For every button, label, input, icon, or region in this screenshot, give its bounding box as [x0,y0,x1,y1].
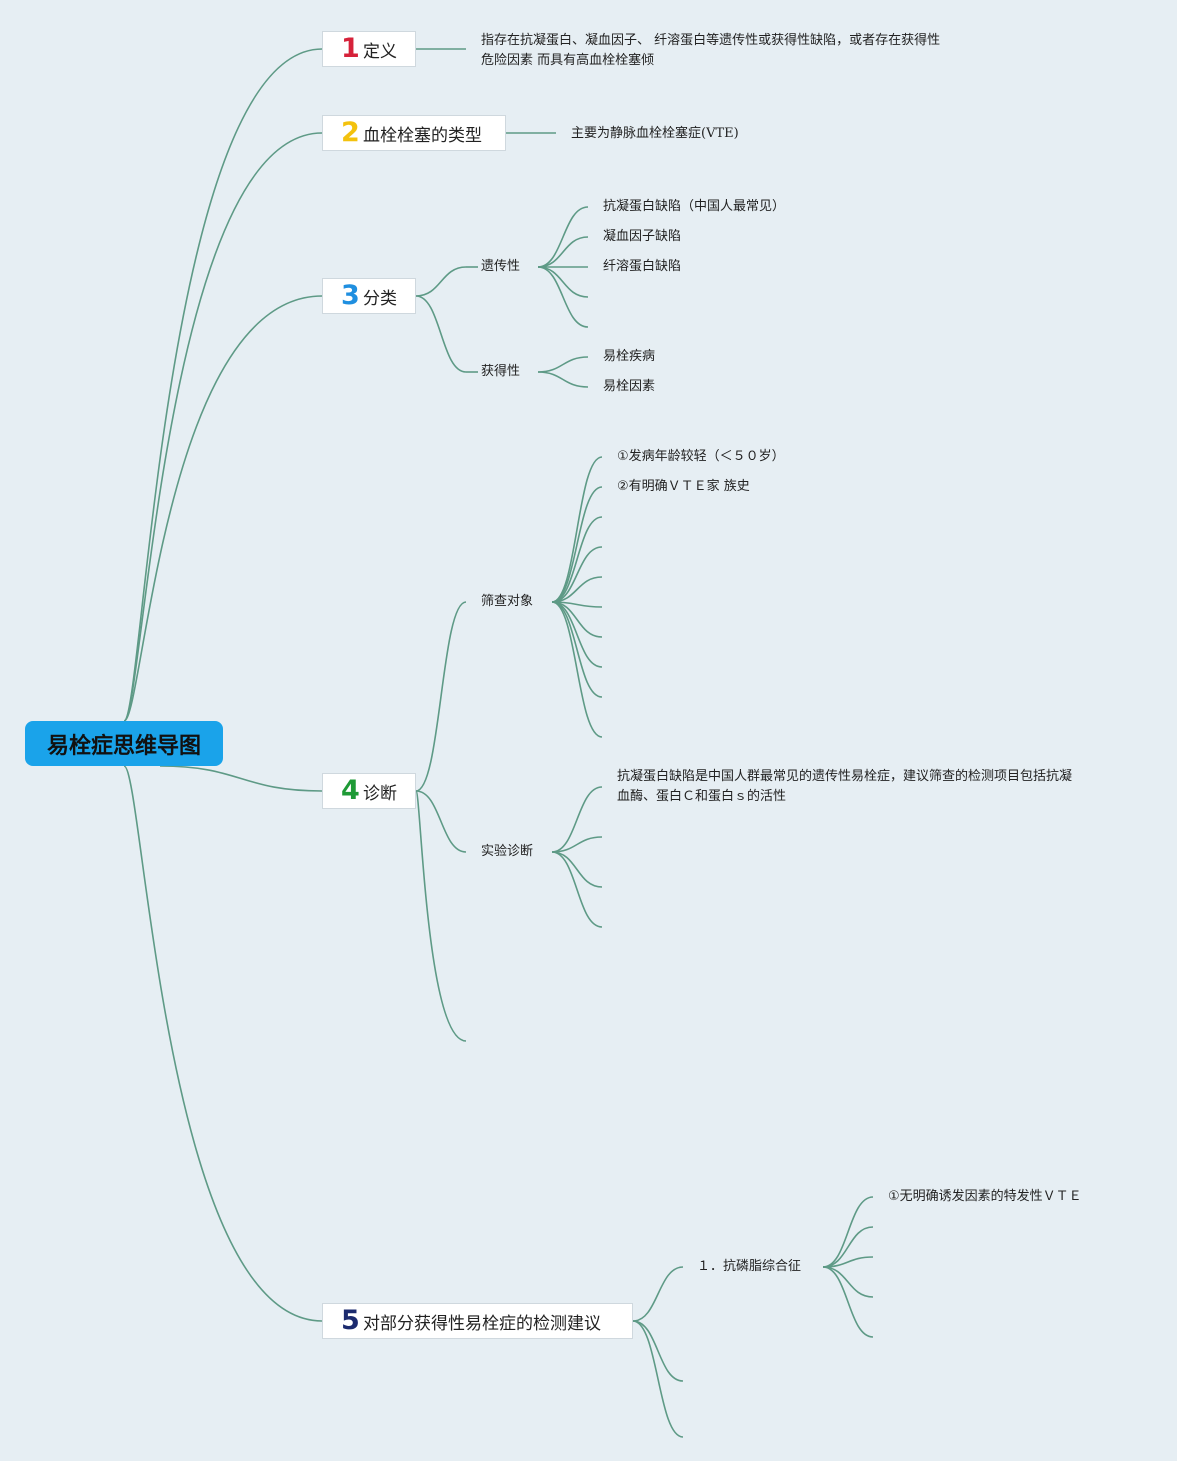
hereditary-node[interactable]: 遗传性 [481,259,521,274]
connector-line [537,371,589,388]
connector-line [551,456,603,603]
definition-text-line1: 指存在抗凝蛋白、凝血因子、 纤溶蛋白等遗传性或获得性缺陷，或者存在获得性 [481,33,941,48]
acquired-node[interactable]: 获得性 [481,364,521,379]
screening-node[interactable]: 筛查对象 [481,594,534,609]
hereditary-item: 凝血因子缺陷 [603,229,682,244]
branch-label: 分类 [363,288,397,309]
connector-line [822,1266,874,1338]
connector-line [415,295,467,373]
connector-line [551,601,603,668]
branch-thrombosis-types[interactable]: 2 血栓栓塞的类型 [322,115,506,151]
branch-label: 血栓栓塞的类型 [363,125,482,146]
connector-line [537,266,589,328]
connector-line [632,1320,684,1438]
connector-line [551,851,603,888]
connector-line [537,356,589,373]
branch-recommendations[interactable]: 5 对部分获得性易栓症的检测建议 [322,1303,633,1339]
connector-line [551,516,603,603]
branch-label: 定义 [363,41,397,62]
connector-line [415,790,467,1042]
root-branch-line [123,132,323,722]
branch-classification[interactable]: 3 分类 [322,278,416,314]
number-5-icon: 5 [341,1305,360,1336]
connector-line [551,836,603,853]
connector-line [537,266,589,298]
aps-node[interactable]: １．抗磷脂综合征 [697,1259,802,1274]
screening-item: ②有明确ＶＴＥ家 族史 [617,479,750,494]
connector-line [822,1266,874,1298]
root-branch-line [159,765,323,792]
branch-label: 对部分获得性易栓症的检测建议 [363,1313,601,1334]
connector-line [551,786,603,853]
root-branch-line [123,765,323,1322]
connector-line [415,266,467,297]
connector-line [632,1320,684,1382]
definition-text-line2: 危险因素 而具有高血栓栓塞倾 [481,53,655,68]
connector-line [551,601,603,698]
acquired-item: 易栓疾病 [603,349,656,364]
connector-line [551,851,603,928]
acquired-item: 易栓因素 [603,379,656,394]
hereditary-item: 纤溶蛋白缺陷 [603,259,682,274]
connector-line [551,601,603,738]
connector-line [537,236,589,268]
aps-item: ①无明确诱发因素的特发性ＶＴＥ [888,1189,1082,1204]
connector-line [537,206,589,268]
root-branch-line [123,48,323,722]
connector-line [551,576,603,603]
hereditary-item: 抗凝蛋白缺陷（中国人最常见） [603,199,786,214]
lab-diagnosis-node[interactable]: 实验诊断 [481,844,534,859]
connector-line [822,1256,874,1268]
lab-diagnosis-text-line2: 血酶、蛋白Ｃ和蛋白ｓ的活性 [617,789,787,804]
connector-line [551,486,603,603]
number-1-icon: 1 [341,33,360,64]
number-2-icon: 2 [341,117,360,148]
number-3-icon: 3 [341,280,360,311]
branch-diagnosis[interactable]: 4 诊断 [322,773,416,809]
connector-line [822,1196,874,1268]
branch-label: 诊断 [363,783,397,804]
types-text: 主要为静脉血栓栓塞症(VTE) [571,126,739,141]
connector-line [551,546,603,603]
lab-diagnosis-text-line1: 抗凝蛋白缺陷是中国人群最常见的遗传性易栓症，建议筛查的检测项目包括抗凝 [617,769,1073,784]
branch-definition[interactable]: 1 定义 [322,31,416,67]
connector-line [415,601,467,792]
root-branch-line [123,295,323,722]
connector-line [415,790,467,853]
number-4-icon: 4 [341,775,360,806]
root-node[interactable]: 易栓症思维导图 [25,721,223,766]
connector-line [632,1266,684,1322]
screening-item: ①发病年龄较轻（＜５０岁） [617,449,785,464]
